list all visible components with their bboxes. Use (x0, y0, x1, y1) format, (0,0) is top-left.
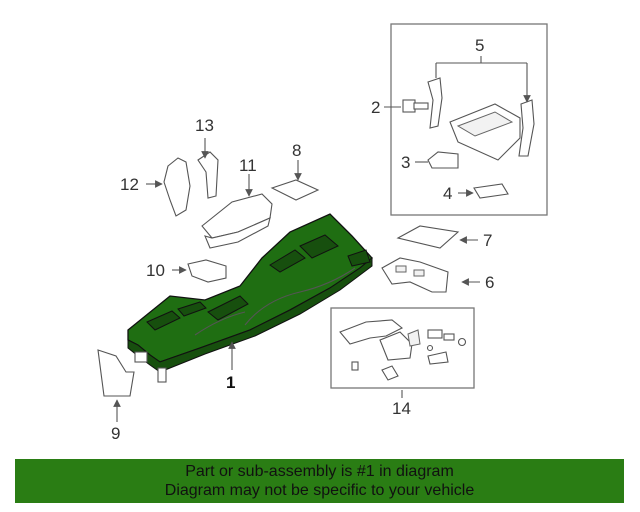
banner-line-2: Diagram may not be specific to your vehi… (164, 482, 475, 499)
callout-12[interactable]: 12 (120, 175, 139, 194)
pad-part-3[interactable] (427, 151, 459, 169)
callout-14[interactable]: 14 (392, 399, 411, 418)
callout-3[interactable]: 3 (401, 153, 410, 172)
mat-part-7[interactable] (396, 225, 460, 249)
callout-2[interactable]: 2 (371, 98, 380, 117)
knob-part-12[interactable] (163, 157, 191, 217)
bracket-part-5[interactable] (427, 77, 535, 161)
callout-13[interactable]: 13 (195, 116, 214, 135)
callout-11[interactable]: 11 (239, 156, 257, 175)
clip-part-10[interactable] (187, 259, 227, 283)
console-part-1[interactable] (127, 213, 373, 383)
info-banner: Part or sub-assembly is #1 in diagram Di… (15, 459, 624, 503)
callout-1[interactable]: 1 (226, 373, 235, 392)
armrest-part-11[interactable] (201, 193, 273, 249)
callout-6[interactable]: 6 (485, 273, 494, 292)
callout-4[interactable]: 4 (443, 184, 452, 203)
lever-part-14[interactable] (339, 319, 467, 381)
callout-10[interactable]: 10 (146, 261, 165, 280)
callout-9[interactable]: 9 (111, 424, 120, 443)
callout-8[interactable]: 8 (292, 141, 301, 160)
group-box-14 (330, 307, 475, 389)
group-box-2-5 (390, 23, 548, 216)
callout-5[interactable]: 5 (475, 36, 484, 55)
banner-line-1: Part or sub-assembly is #1 in diagram (185, 463, 454, 480)
bracket-part-6[interactable] (381, 257, 449, 293)
leader-5 (435, 56, 527, 102)
clip-part-4[interactable] (473, 183, 509, 199)
trim-part-13[interactable] (197, 151, 219, 199)
callout-7[interactable]: 7 (483, 231, 492, 250)
parts-diagram: 1 2 5 3 4 7 6 8 11 12 (97, 23, 548, 443)
panel-part-9[interactable] (97, 349, 135, 397)
bolt-part-2[interactable] (402, 99, 429, 113)
pad-part-8[interactable] (270, 179, 320, 201)
